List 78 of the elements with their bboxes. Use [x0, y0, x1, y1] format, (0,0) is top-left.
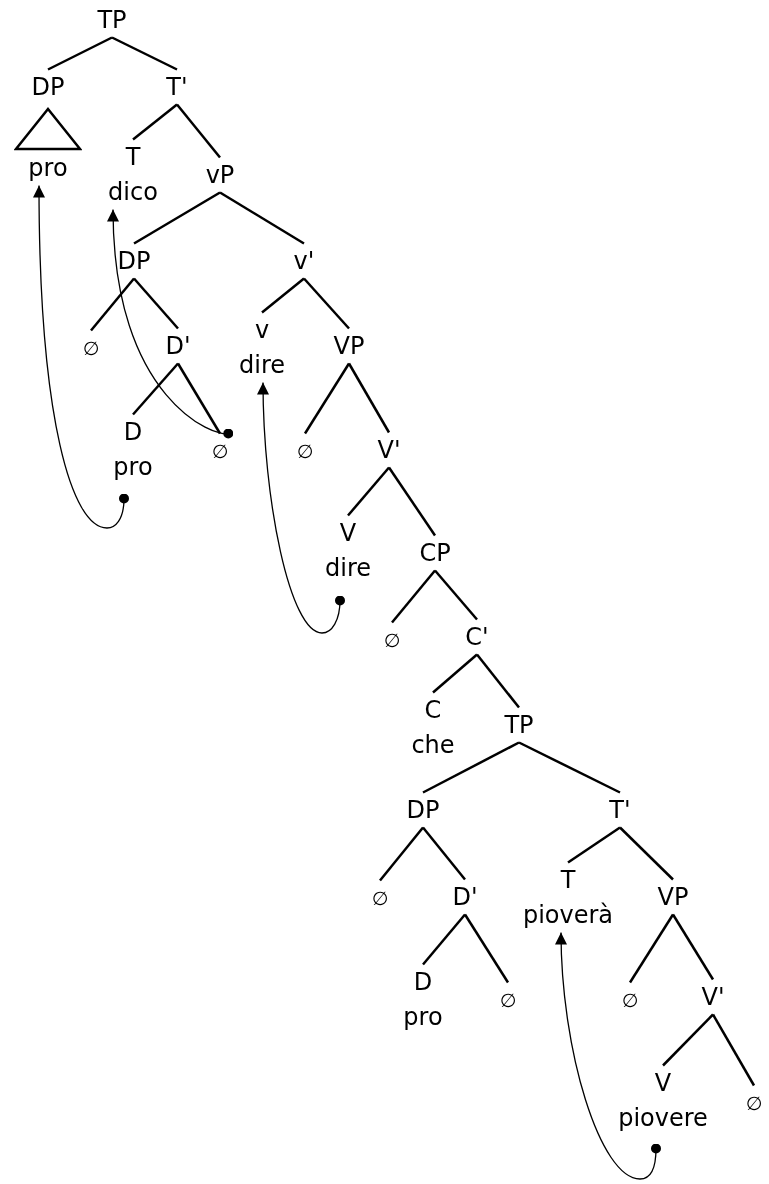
tree-branch	[219, 191, 305, 245]
null-symbol: ∅	[499, 987, 517, 1013]
category-label: v	[253, 314, 271, 346]
null-symbol: ∅	[371, 885, 389, 911]
category-label: D	[122, 416, 144, 448]
null-symbol: ∅	[745, 1090, 763, 1116]
movement-arrow	[257, 381, 345, 634]
null-symbol: ∅	[296, 438, 314, 464]
null-symbol: ∅	[211, 438, 229, 464]
category-label: D'	[165, 330, 191, 362]
category-label: v'	[293, 245, 315, 277]
null-symbol: ∅	[621, 987, 639, 1013]
tree-branch	[133, 191, 221, 245]
tree-branch	[432, 653, 478, 694]
category-label: DP	[30, 71, 66, 103]
category-label: T'	[609, 794, 631, 826]
tree-branch	[422, 826, 466, 881]
category-label: T	[124, 141, 142, 173]
category-label: CP	[419, 537, 451, 569]
category-label: T	[559, 864, 577, 896]
word-label: dico	[108, 176, 158, 208]
tree-branch	[111, 36, 178, 71]
tree-branch	[662, 1013, 714, 1067]
tree-branch	[567, 826, 621, 864]
tree-branch	[347, 362, 391, 434]
null-symbol: ∅	[383, 627, 401, 653]
tree-branch	[671, 913, 715, 981]
category-label: VP	[657, 881, 689, 913]
category-label: D'	[452, 881, 478, 913]
word-label: dire	[325, 552, 371, 584]
category-label: T'	[166, 71, 188, 103]
tree-branch	[303, 362, 351, 435]
category-label: V	[338, 517, 358, 549]
tree-branch	[303, 277, 350, 330]
category-label: V	[653, 1067, 673, 1099]
word-label: pioverà	[522, 899, 614, 931]
movement-arrow	[33, 184, 129, 529]
word-label: pro	[113, 451, 153, 483]
category-label: D	[412, 966, 434, 998]
tree-branch	[47, 36, 113, 71]
category-label: C'	[465, 621, 489, 653]
tree-branch	[711, 1013, 756, 1087]
category-label: V'	[377, 434, 401, 466]
word-label: pro	[27, 152, 69, 184]
category-label: TP	[504, 709, 534, 741]
movement-arrow	[107, 208, 234, 439]
tree-branch	[261, 277, 305, 314]
movement-arrow	[555, 931, 661, 1180]
category-label: DP	[117, 245, 151, 277]
word-label: pro	[403, 1001, 443, 1033]
tree-branch	[176, 362, 222, 435]
tree-branch	[347, 466, 390, 517]
category-label: VP	[333, 330, 365, 362]
category-label: TP	[97, 4, 127, 36]
word-label: piovere	[618, 1102, 708, 1134]
category-label: vP	[205, 159, 235, 191]
tree-branch	[132, 103, 178, 141]
null-symbol: ∅	[82, 335, 100, 361]
tree-branch	[391, 569, 436, 624]
category-label: C	[423, 694, 443, 726]
tree-branch	[518, 741, 621, 794]
category-label: DP	[406, 794, 440, 826]
tree-branch	[90, 277, 135, 332]
tree-branch	[387, 466, 437, 537]
tree-branch	[422, 741, 520, 794]
tree-branch	[133, 277, 179, 330]
tree-branch	[176, 103, 221, 159]
tree-branch	[463, 913, 510, 984]
tree-branch	[619, 826, 674, 881]
tree-branch	[132, 362, 179, 416]
tree-branch	[379, 826, 424, 882]
word-label: che	[411, 729, 455, 761]
tree-branch	[434, 569, 478, 621]
category-label: V'	[701, 981, 725, 1013]
word-label: dire	[239, 349, 285, 381]
tree-branch	[422, 913, 466, 966]
tree-branch	[628, 913, 675, 984]
tree-branch	[476, 653, 520, 709]
